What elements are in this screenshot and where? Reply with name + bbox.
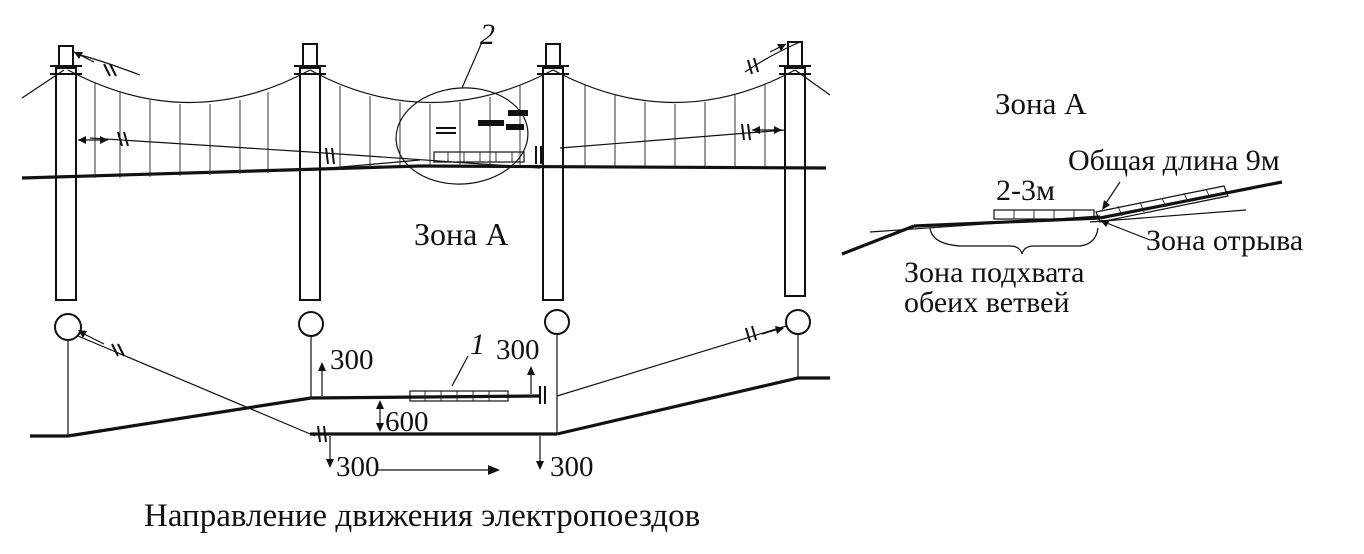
detail-title: Зона А [995,86,1087,121]
caption-train-direction: Направление движения электропоездов [144,498,701,534]
plan-dimension-arrows [78,326,784,470]
mast-4 [779,41,811,297]
marker-2: 2 [480,18,495,51]
mast-2 [294,43,326,301]
detail-pickup-zone-line1: Зона подхвата [904,256,1085,289]
messenger-wires [21,41,831,103]
direction-arrow [378,465,500,475]
detail-break-zone: Зона отрыва [1146,224,1304,257]
marker-1: 1 [470,328,485,361]
plan-supports [54,309,811,436]
plan-contact-wires [30,325,830,438]
dimension-600: 600 [385,406,429,438]
dimension-300-left: 300 [330,344,374,376]
dimension-300-right: 300 [496,334,540,366]
zone-a-ellipse [395,41,529,185]
detail-short-length: 2-3м [996,174,1055,207]
droppers [94,82,766,178]
dimension-300-bottom-right: 300 [550,451,594,483]
masts [50,41,811,301]
zone-a-label: Зона А [414,216,509,252]
zone-a-detail [841,180,1283,256]
top-arrows [73,43,787,144]
dimension-300-bottom-left: 300 [336,451,380,483]
top-insulators [103,57,759,165]
plan-insulators [111,325,757,443]
detail-total-length: Общая длина 9м [1068,144,1280,177]
detail-pickup-zone-line2: обеих ветвей [904,286,1070,319]
mast-1 [50,45,82,301]
overlap-elements [433,110,528,163]
mast-3 [537,43,569,301]
plan-overlap-element [409,355,509,402]
